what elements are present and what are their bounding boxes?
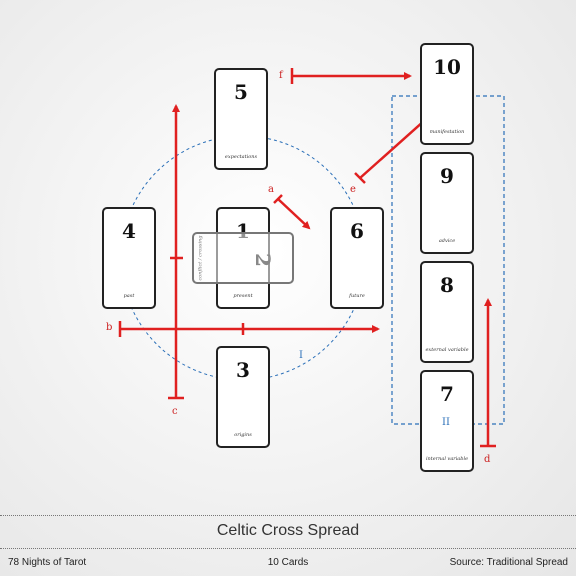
marker-d: d — [484, 454, 491, 465]
spread-title: Celtic Cross Spread — [216, 522, 360, 539]
card-6-number: 6 — [350, 219, 364, 243]
card-9-number: 9 — [440, 164, 454, 188]
footer-top-divider — [0, 515, 576, 516]
card-9-caption: advice — [438, 238, 456, 244]
card-6-caption: future — [349, 293, 365, 299]
card-8-caption: external variable — [425, 347, 469, 353]
marker-e: e — [350, 184, 356, 195]
card-7-number: 7 — [440, 382, 454, 406]
card-7-caption: internal variable — [425, 456, 469, 462]
marker-b: b — [106, 322, 113, 333]
card-10-number: 10 — [433, 55, 461, 79]
card-2: 2 conflict / crossing — [192, 232, 294, 284]
footer-right-text: Source: Traditional Spread — [449, 557, 568, 568]
card-5-caption: expectations — [224, 154, 258, 160]
card-2-number: 2 — [250, 253, 275, 267]
marker-II: II — [442, 417, 450, 428]
marker-I: I — [299, 350, 303, 361]
marker-a: a — [268, 184, 274, 195]
card-9: 9 advice — [420, 152, 474, 254]
footer-left-text: 78 Nights of Tarot — [8, 557, 87, 568]
card-3: 3 origins — [216, 346, 270, 448]
footer-bottom-divider — [0, 548, 576, 549]
card-6: 6 future — [330, 207, 384, 309]
card-10-caption: manifestation — [429, 129, 465, 135]
marker-f: f — [279, 70, 283, 81]
card-5: 5 expectations — [214, 68, 268, 170]
card-1-caption: present — [233, 293, 253, 299]
card-3-number: 3 — [236, 358, 250, 382]
arrow-a — [277, 198, 311, 230]
footer-center-text: 10 Cards — [267, 557, 309, 568]
card-10: 10 manifestation — [420, 43, 474, 145]
card-8-number: 8 — [440, 273, 454, 297]
arrow-e-tail — [354, 172, 366, 184]
card-8: 8 external variable — [420, 261, 474, 363]
card-2-caption: conflict / crossing — [197, 235, 204, 281]
card-4-caption: past — [123, 293, 135, 299]
card-4-number: 4 — [122, 219, 136, 243]
card-3-caption: origins — [234, 432, 252, 438]
card-4: 4 past — [102, 207, 156, 309]
marker-c: c — [172, 406, 178, 417]
card-5-number: 5 — [234, 80, 248, 104]
card-7: 7 internal variable — [420, 370, 474, 472]
arrow-a-tail — [273, 194, 283, 204]
